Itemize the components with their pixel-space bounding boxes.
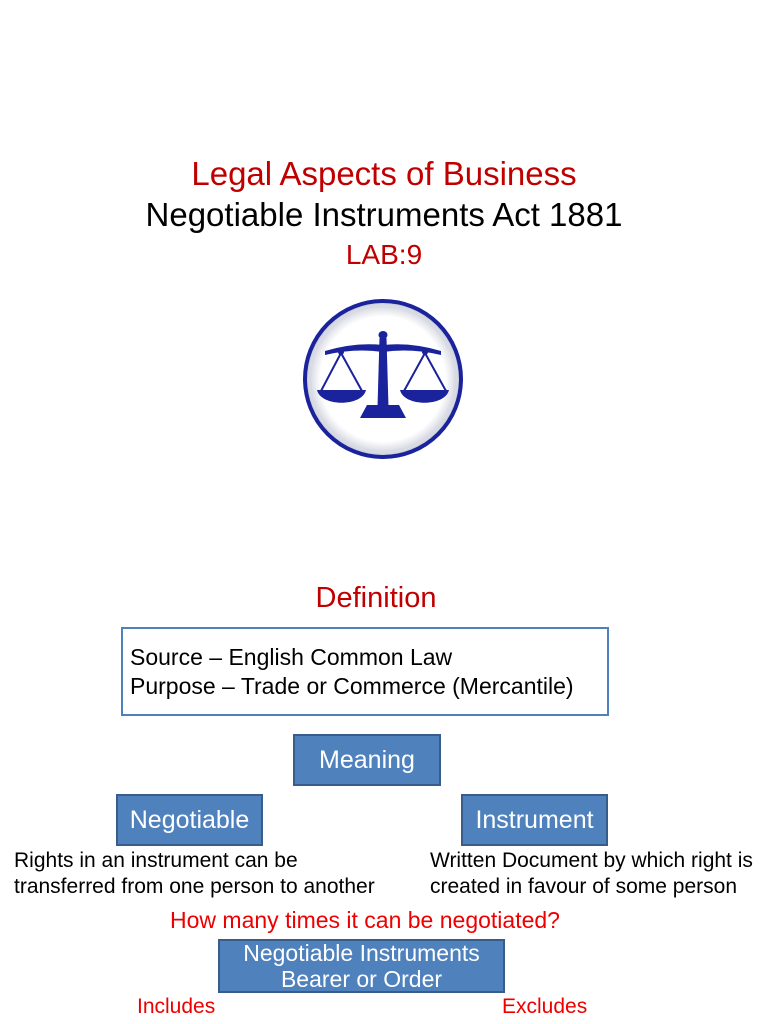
negotiable-instruments-box-line: Bearer or Order: [280, 966, 443, 992]
negotiable-description: Rights in an instrument can be transferr…: [14, 848, 375, 900]
meaning-box: Meaning: [293, 734, 441, 786]
meaning-label: Meaning: [319, 745, 415, 774]
instrument-description: Written Document by which right is creat…: [430, 848, 753, 900]
definition-heading: Definition: [315, 582, 437, 614]
negotiable-instruments-box: Negotiable Instruments Bearer or Order: [218, 939, 505, 993]
instrument-description-line: created in favour of some person: [430, 875, 738, 898]
negotiable-description-line: transferred from one person to another: [14, 875, 375, 898]
excludes-label: Excludes: [502, 995, 588, 1018]
scale-body: [325, 331, 441, 418]
negotiable-description-line: Rights in an instrument can be: [14, 849, 298, 872]
course-code: LAB:9: [345, 239, 423, 270]
page-title: Legal Aspects of Business: [191, 155, 577, 192]
negotiable-label: Negotiable: [129, 805, 250, 834]
instrument-description-line: Written Document by which right is: [430, 849, 753, 872]
definition-box: Source – English Common Law Purpose – Tr…: [121, 627, 609, 716]
page-subtitle: Negotiable Instruments Act 1881: [145, 196, 623, 233]
definition-source-line: Source – English Common Law: [130, 644, 453, 670]
negotiable-instruments-box-line: Negotiable Instruments: [243, 940, 480, 966]
includes-label: Includes: [137, 995, 216, 1018]
logo-inner-ring: [308, 304, 458, 454]
negotiable-box: Negotiable: [116, 794, 263, 846]
instrument-box: Instrument: [461, 794, 608, 846]
scale-pan-right: [400, 352, 449, 403]
scale-pan-left: [317, 352, 366, 403]
negotiation-question: How many times it can be negotiated?: [170, 907, 560, 933]
scales-of-justice-icon: [303, 299, 463, 459]
instrument-label: Instrument: [475, 805, 594, 834]
definition-purpose-line: Purpose – Trade or Commerce (Mercantile): [130, 673, 574, 699]
